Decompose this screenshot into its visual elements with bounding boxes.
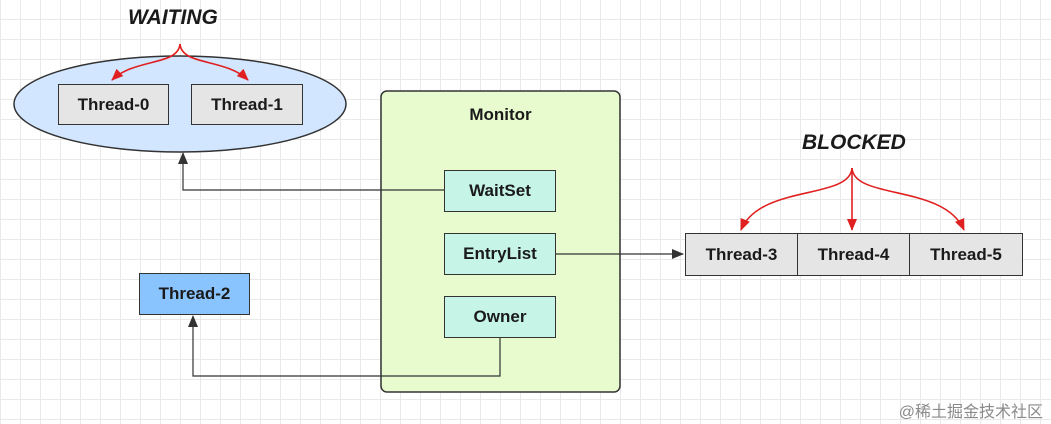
waitset-to-waiting-connector xyxy=(178,152,444,191)
blocked-arrow-right xyxy=(851,167,965,231)
waitset-box: WaitSet xyxy=(444,170,556,212)
blocked-thread-3: Thread-3 xyxy=(685,233,798,276)
watermark-text: @稀土掘金技术社区 xyxy=(898,404,1043,421)
blocked-thread-5: Thread-5 xyxy=(909,233,1023,276)
waiting-thread-1: Thread-1 xyxy=(191,84,303,125)
owner-to-thread2-connector xyxy=(188,315,501,377)
waiting-state-label: WAITING xyxy=(128,6,218,29)
owner-thread-2: Thread-2 xyxy=(139,273,250,315)
blocked-state-label: BLOCKED xyxy=(802,131,906,154)
blocked-thread-4: Thread-4 xyxy=(797,233,910,276)
monitor-title: Monitor xyxy=(469,105,532,124)
blocked-arrow-left xyxy=(740,167,853,231)
waiting-thread-0: Thread-0 xyxy=(58,84,169,125)
owner-box: Owner xyxy=(444,296,556,338)
waiting-arrow-left xyxy=(111,43,181,81)
waiting-arrow-right xyxy=(179,43,249,81)
entrylist-box: EntryList xyxy=(444,233,556,275)
